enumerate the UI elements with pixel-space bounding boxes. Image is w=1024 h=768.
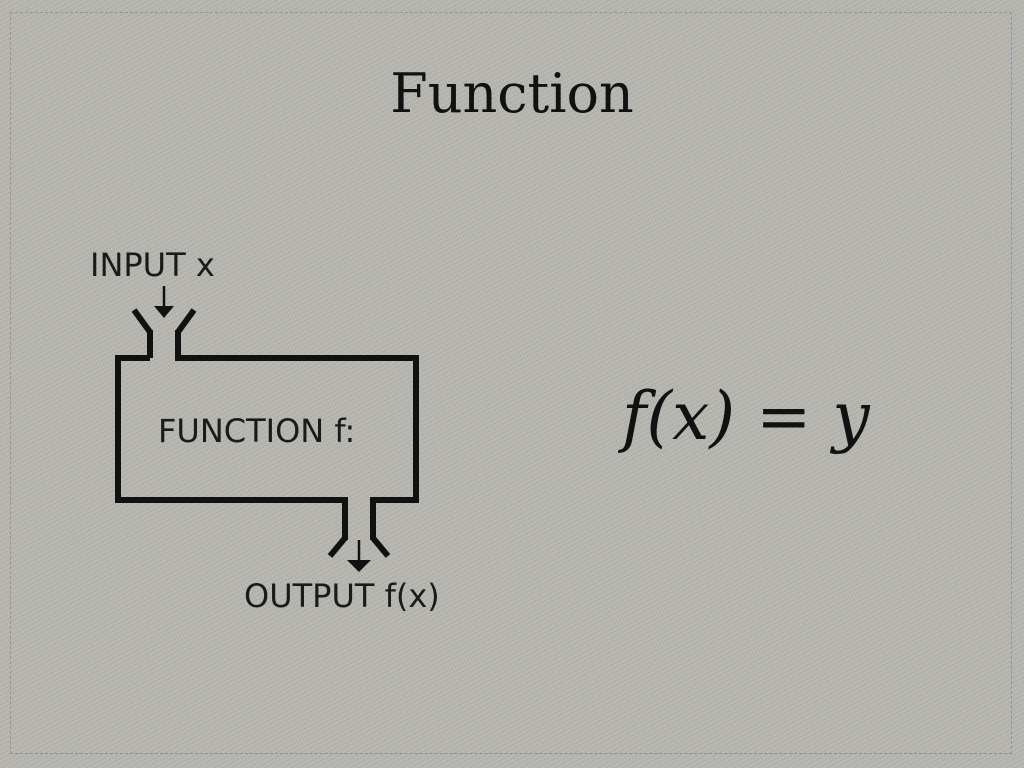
function-machine-body (115, 330, 419, 540)
function-label: FUNCTION f: (158, 412, 356, 450)
output-funnel (327, 536, 391, 558)
slide-title: Function (390, 62, 634, 125)
input-arrow-icon (154, 286, 174, 318)
output-label: OUTPUT f(x) (244, 577, 440, 615)
output-arrow-icon (347, 540, 371, 572)
function-equation: f(x) = y (622, 378, 870, 455)
slide-border (10, 12, 1012, 754)
input-label: INPUT x (90, 246, 215, 284)
input-funnel (131, 308, 197, 334)
